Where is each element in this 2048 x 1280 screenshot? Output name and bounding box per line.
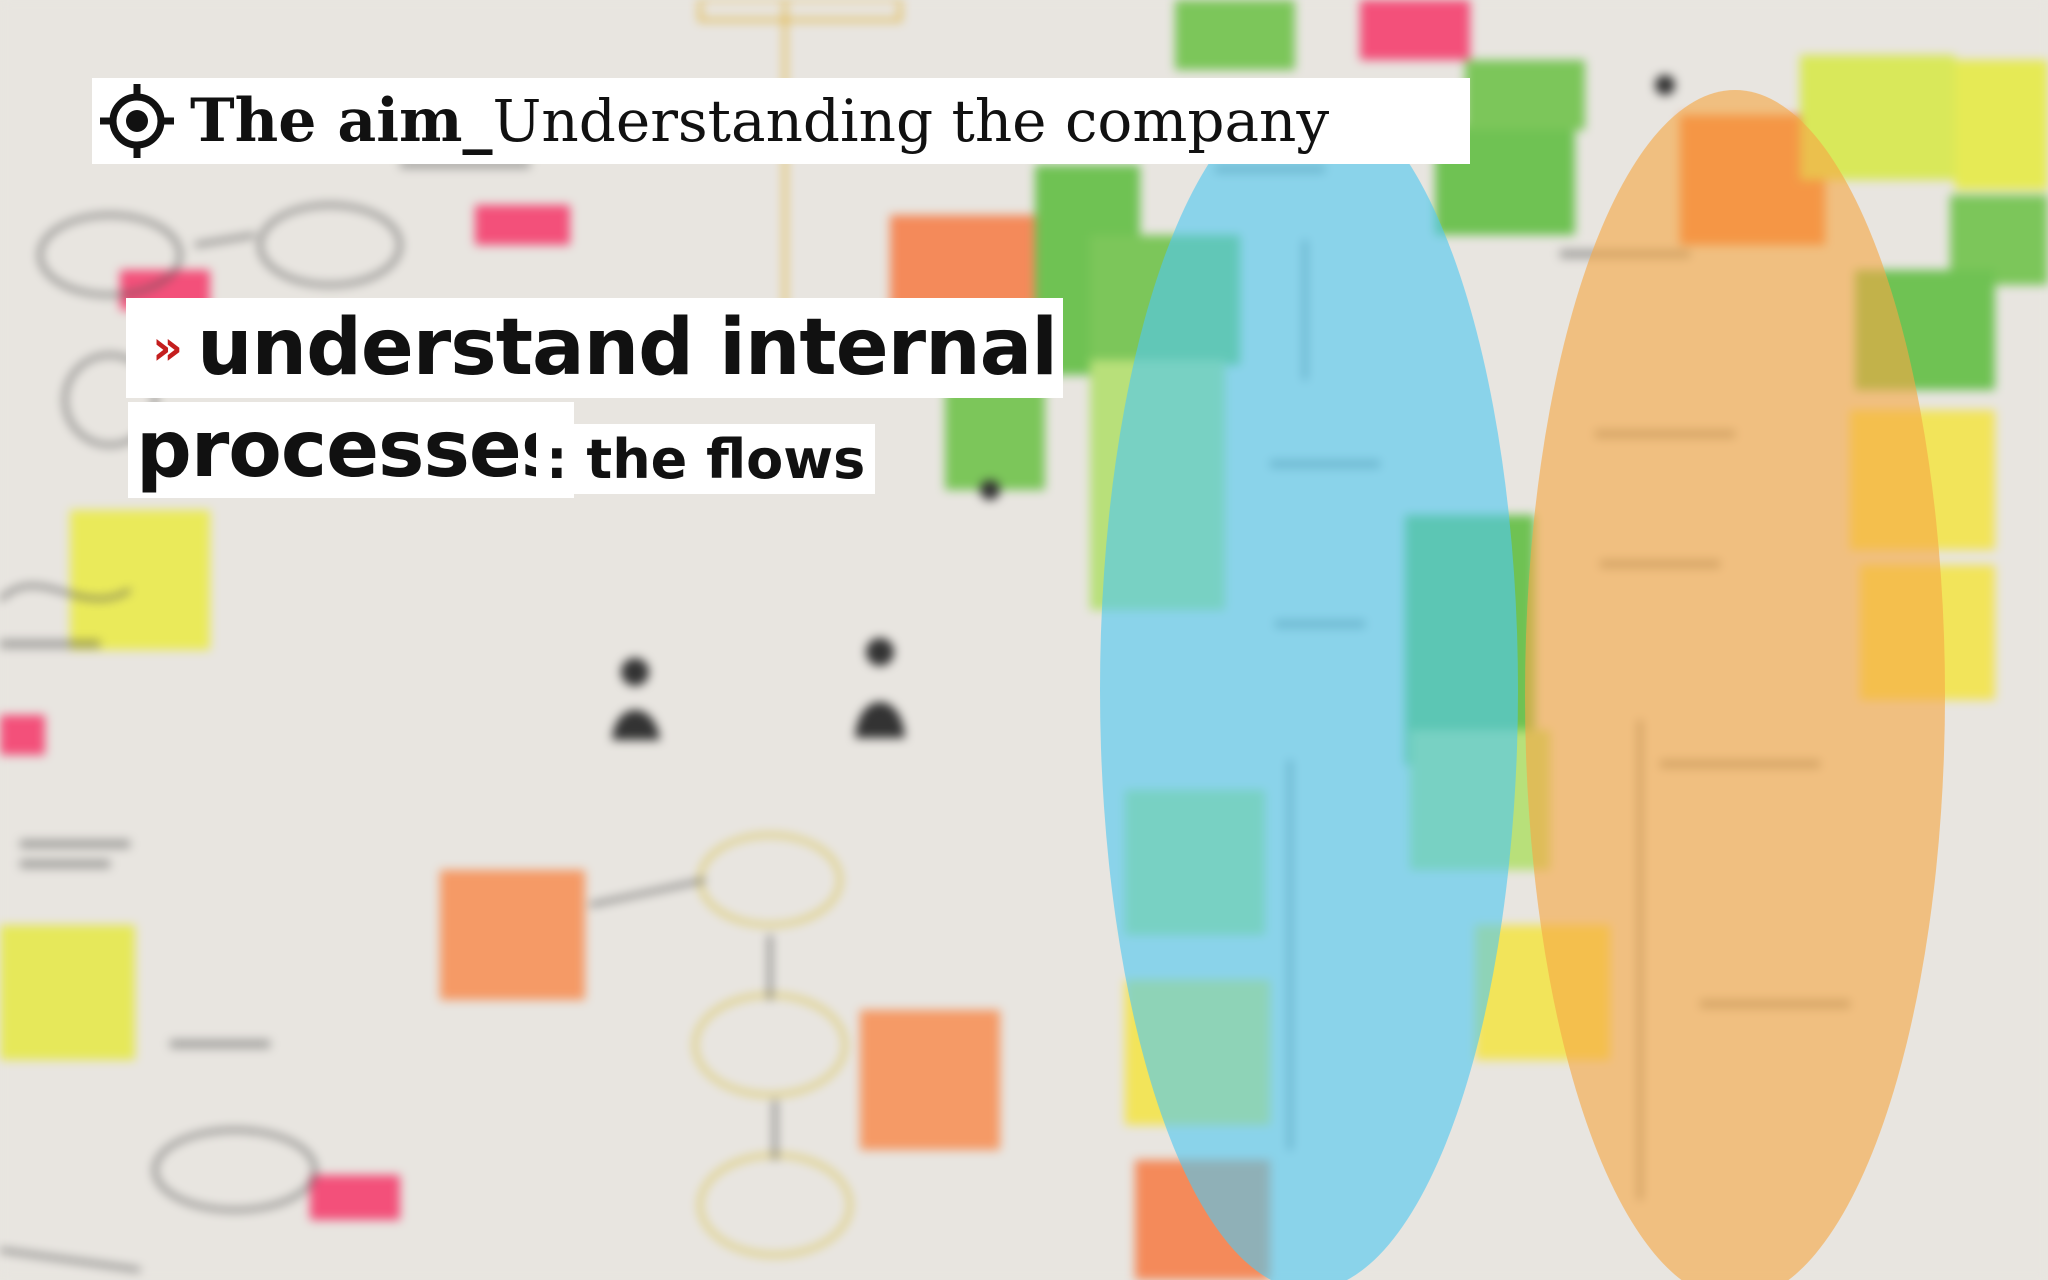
title-bold: The aim_ bbox=[190, 86, 493, 156]
subtitle-line-2: processes bbox=[128, 402, 575, 498]
figure-icons bbox=[612, 75, 1675, 740]
orange-highlight-ellipse bbox=[1525, 90, 1945, 1280]
subtitle-line-3: : the flows bbox=[536, 424, 876, 494]
subtitle-text-3: : the flows bbox=[546, 427, 866, 491]
blue-highlight-ellipse bbox=[1100, 90, 1518, 1280]
title-light: Understanding the company bbox=[492, 87, 1330, 155]
target-icon bbox=[100, 84, 174, 158]
title-bar: The aim_ Understanding the company bbox=[92, 78, 1470, 164]
subtitle-line-1: » understand internal bbox=[126, 298, 1063, 398]
subtitle-text-2: processes bbox=[136, 405, 567, 495]
bullet-icon: » bbox=[152, 320, 184, 376]
subtitle-text-1: understand internal bbox=[197, 303, 1058, 393]
